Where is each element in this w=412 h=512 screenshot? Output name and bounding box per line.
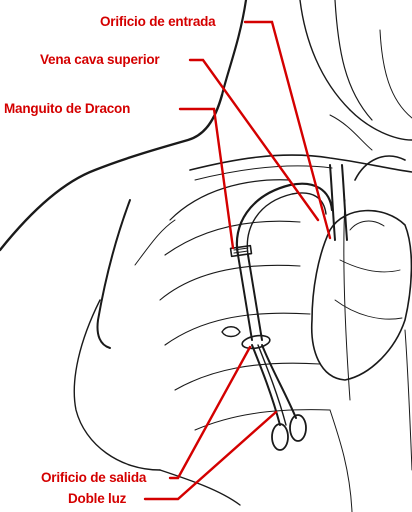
- neck-muscle: [335, 0, 372, 120]
- leader-vena: [190, 60, 318, 220]
- axilla-line: [135, 220, 175, 265]
- neck-right-line: [300, 0, 350, 110]
- aorta: [355, 156, 405, 180]
- label-manguito-dracon: Manguito de Dracon: [4, 101, 130, 117]
- label-orificio-entrada: Orificio de entrada: [100, 14, 215, 30]
- neck-outline: [222, 0, 246, 95]
- rib-1: [170, 180, 290, 220]
- rib-5: [175, 363, 320, 390]
- shoulder-outline: [0, 95, 222, 250]
- neck-muscle-2: [380, 30, 412, 118]
- rib-3: [160, 265, 300, 300]
- leader-doble: [145, 412, 276, 499]
- arm-outline: [98, 200, 131, 348]
- lumen-right: [262, 345, 296, 418]
- lumen-end-left: [272, 424, 288, 450]
- label-orificio-salida: Orificio de salida: [41, 470, 146, 486]
- catheter-tunnel-2: [247, 193, 326, 255]
- nipple: [222, 327, 240, 337]
- heart: [312, 211, 412, 380]
- lumen-left-b: [258, 345, 286, 425]
- exit-site: [241, 334, 271, 351]
- heart-line: [340, 260, 400, 272]
- leader-salida: [170, 347, 250, 478]
- throat-line: [330, 115, 372, 150]
- label-doble-luz: Doble luz: [68, 491, 126, 507]
- torso-left-outline: [74, 300, 160, 470]
- abdomen-line: [330, 410, 352, 512]
- leader-entrada: [245, 22, 330, 238]
- label-vena-cava-superior: Vena cava superior: [40, 52, 159, 68]
- heart-vessel: [350, 221, 384, 230]
- trapezius-line: [350, 110, 412, 140]
- right-lower-line: [405, 330, 412, 470]
- lumen-end-right: [290, 415, 306, 441]
